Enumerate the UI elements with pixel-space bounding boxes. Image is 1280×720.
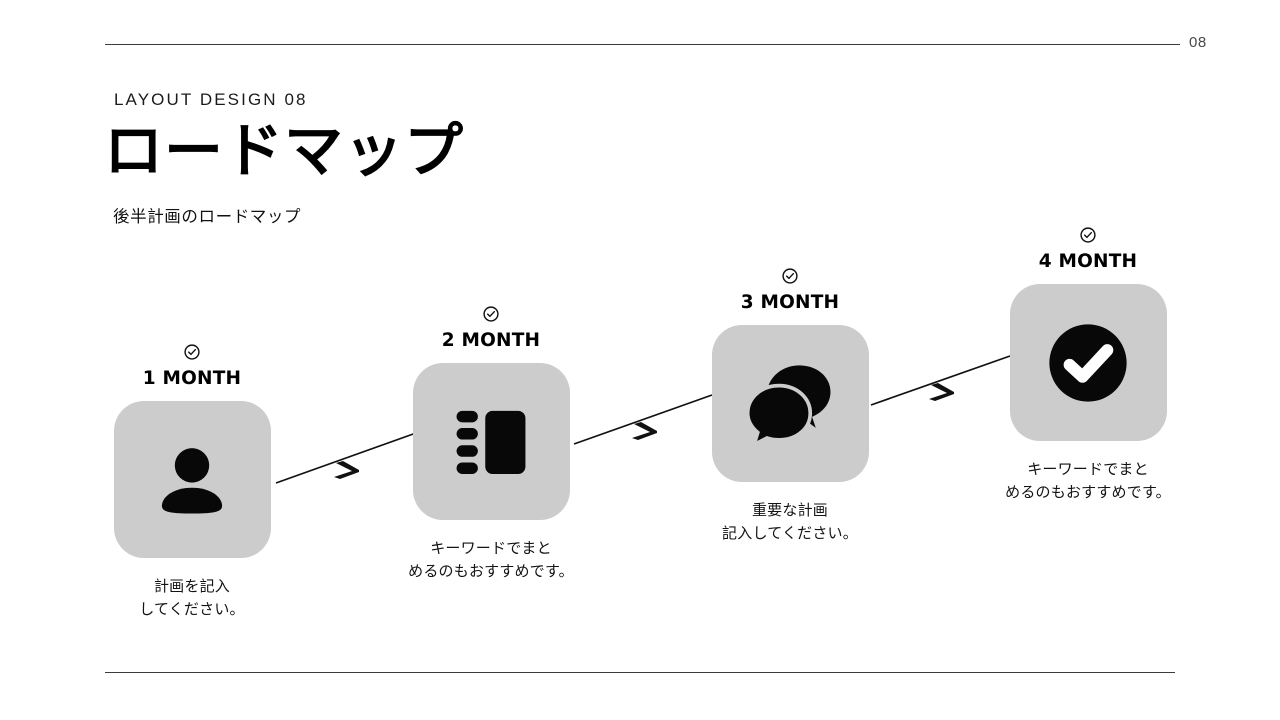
step-label: 3 MONTH xyxy=(740,292,840,313)
bottom-divider xyxy=(105,672,1175,673)
page-title: ロードマップ xyxy=(104,116,465,185)
step-icon-card[interactable] xyxy=(113,401,271,558)
roadmap-step-3[interactable]: 3 MONTH 重要な計画 記入してください。 xyxy=(665,267,915,544)
connector-arrowhead-3 xyxy=(929,383,954,401)
connector-arrowhead-1 xyxy=(334,461,359,479)
roadmap-step-1[interactable]: 1 MONTH 計画を記入 してください。 xyxy=(67,343,317,620)
page-number: 08 xyxy=(1189,34,1207,51)
roadmap-step-4[interactable]: 4 MONTH キーワードでまと めるのもおすすめです。 xyxy=(963,226,1213,503)
eyebrow-label: LAYOUT DESIGN 08 xyxy=(114,90,308,109)
person-icon xyxy=(161,447,223,514)
check-circle-icon xyxy=(483,306,499,322)
page-subtitle: 後半計画のロードマップ xyxy=(113,207,302,226)
step-caption: 計画を記入 してください。 xyxy=(139,577,245,618)
step-icon-card[interactable] xyxy=(412,363,570,520)
chat-bubbles-icon xyxy=(745,364,831,448)
roadmap-step-2[interactable]: 2 MONTH キーワードでまと めるのもおすすめです。 xyxy=(366,305,616,582)
layout-list-icon xyxy=(456,410,526,474)
check-circle-icon xyxy=(782,268,798,284)
check-circle-icon xyxy=(1080,227,1096,243)
step-label: 1 MONTH xyxy=(142,368,242,389)
connector-arrowhead-2 xyxy=(632,422,657,440)
step-caption: キーワードでまと めるのもおすすめです。 xyxy=(1005,460,1171,501)
check-circle-filled-icon xyxy=(1049,323,1127,402)
step-icon-card[interactable] xyxy=(711,325,869,482)
check-circle-icon xyxy=(184,344,200,360)
step-label: 2 MONTH xyxy=(441,330,541,351)
step-icon-card[interactable] xyxy=(1009,284,1167,441)
step-caption: 重要な計画 記入してください。 xyxy=(722,501,858,542)
step-caption: キーワードでまと めるのもおすすめです。 xyxy=(408,539,574,580)
step-label: 4 MONTH xyxy=(1038,251,1138,272)
top-divider xyxy=(105,44,1180,45)
